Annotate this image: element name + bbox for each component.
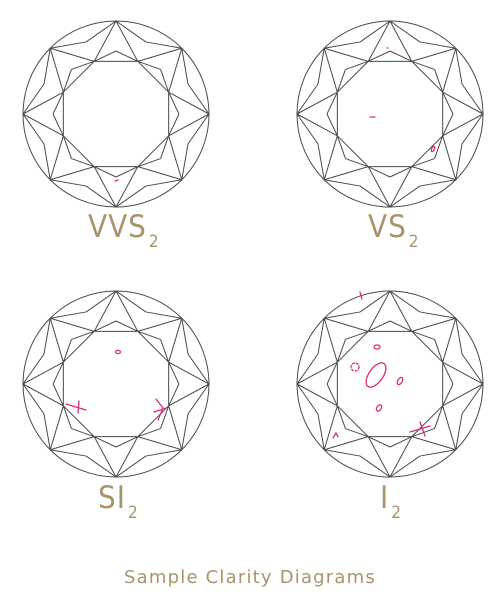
inclusion-crystal — [396, 376, 404, 386]
facet-lines-path — [296, 20, 484, 208]
facet-lines-path — [22, 290, 210, 478]
inclusion-crystal — [365, 362, 387, 388]
inclusion-crystal — [114, 349, 122, 355]
diamond-outline — [22, 20, 210, 208]
inclusion-pinpoint — [114, 179, 119, 182]
facet-lines — [296, 290, 484, 478]
facet-lines — [296, 20, 484, 208]
grade-text: I — [380, 480, 390, 516]
si2-diagram — [21, 289, 211, 479]
inclusion-chip — [359, 291, 363, 300]
diamond-outline — [22, 290, 210, 478]
caption-title: Sample Clarity Diagrams — [124, 567, 376, 588]
inclusion-cloud — [350, 362, 360, 372]
facet-lines — [22, 20, 210, 208]
inclusion-marks — [114, 179, 119, 182]
diamond-outline — [296, 290, 484, 478]
i2-diagram — [295, 289, 485, 479]
inclusion-crystal — [373, 344, 381, 350]
inclusion-feather — [153, 398, 167, 421]
vvs2-diagram — [21, 19, 211, 209]
facet-lines-path — [22, 20, 210, 208]
grade-text: SI — [98, 480, 126, 516]
inclusion-crystal — [430, 145, 436, 153]
inclusion-marks — [369, 47, 436, 153]
vs2-diagram — [295, 19, 485, 209]
grade-text: VS — [368, 209, 407, 245]
diamond-outline — [296, 20, 484, 208]
inclusion-marks — [332, 291, 431, 439]
inclusion-feather — [332, 431, 339, 439]
grade-subscript: 2 — [391, 503, 402, 523]
facet-lines — [22, 290, 210, 478]
inclusion-feather — [409, 421, 431, 437]
grade-subscript: 2 — [148, 232, 160, 252]
grade-text: VVS — [88, 209, 147, 245]
inclusion-marks — [65, 349, 167, 421]
inclusion-feather — [65, 400, 87, 414]
inclusion-crystal — [375, 404, 383, 412]
grade-subscript: 2 — [408, 232, 420, 252]
grade-subscript: 2 — [127, 503, 139, 523]
facet-lines-path — [296, 290, 484, 478]
